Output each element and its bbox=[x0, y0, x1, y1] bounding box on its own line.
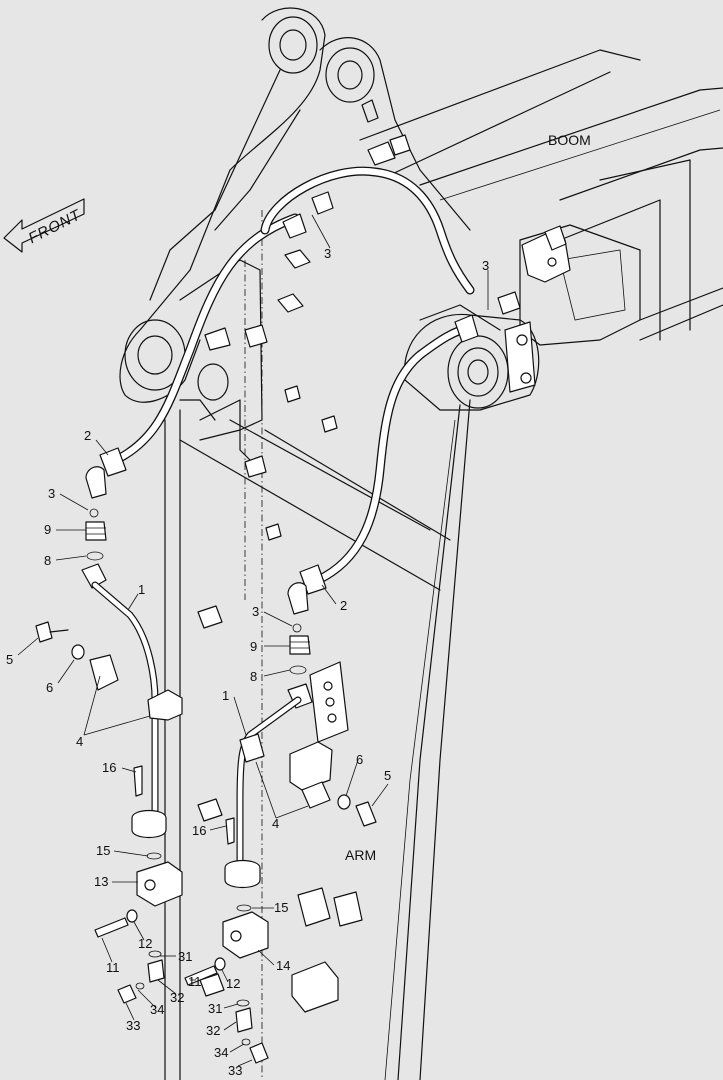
callout-4: 4 bbox=[76, 734, 83, 749]
callout-16b: 16 bbox=[192, 823, 206, 838]
callout-15b: 15 bbox=[274, 900, 288, 915]
callout-8: 8 bbox=[44, 553, 51, 568]
callout-11: 11 bbox=[106, 960, 120, 975]
callout-16: 16 bbox=[102, 760, 116, 775]
right-pipe-assembly bbox=[184, 623, 377, 1064]
callout-12b: 12 bbox=[226, 976, 240, 991]
callout-2b: 2 bbox=[340, 598, 347, 613]
arm-label: ARM bbox=[345, 847, 376, 863]
callout-3c: 3 bbox=[482, 258, 489, 273]
callout-1b: 1 bbox=[222, 688, 229, 703]
boom-foot-pin bbox=[403, 225, 571, 411]
leader-lines bbox=[17, 214, 489, 1067]
callout-2: 2 bbox=[84, 428, 91, 443]
callout-9b: 9 bbox=[250, 639, 257, 654]
callout-31: 31 bbox=[178, 949, 192, 964]
arm-structure bbox=[164, 210, 501, 1080]
boom-structure bbox=[119, 7, 723, 403]
callout-34: 34 bbox=[150, 1002, 164, 1017]
hoses bbox=[85, 166, 521, 615]
callout-4b: 4 bbox=[272, 816, 279, 831]
callout-11b: 11 bbox=[188, 974, 202, 989]
callout-3d: 3 bbox=[252, 604, 259, 619]
callout-15: 15 bbox=[96, 843, 110, 858]
callout-34b: 34 bbox=[214, 1045, 228, 1060]
callout-5b: 5 bbox=[384, 768, 391, 783]
front-arrow: FRONT bbox=[3, 198, 85, 253]
front-label: FRONT bbox=[26, 206, 85, 247]
callout-13: 13 bbox=[94, 874, 108, 889]
callout-6b: 6 bbox=[356, 752, 363, 767]
callout-14: 14 bbox=[276, 958, 290, 973]
callout-3b: 3 bbox=[324, 246, 331, 261]
callout-9: 9 bbox=[44, 522, 51, 537]
callout-numbers: 2 3 9 8 1 5 6 4 16 15 13 12 11 31 32 34 … bbox=[6, 246, 489, 1078]
callout-6: 6 bbox=[46, 680, 53, 695]
callout-31b: 31 bbox=[208, 1001, 222, 1016]
callout-32: 32 bbox=[170, 990, 184, 1005]
callout-12: 12 bbox=[138, 936, 152, 951]
callout-32b: 32 bbox=[206, 1023, 220, 1038]
boom-label: BOOM bbox=[548, 132, 591, 148]
callout-33b: 33 bbox=[228, 1063, 242, 1078]
callout-3: 3 bbox=[48, 486, 55, 501]
callout-5: 5 bbox=[6, 652, 13, 667]
callout-1: 1 bbox=[138, 582, 145, 597]
left-pipe-assembly bbox=[35, 508, 183, 1004]
callout-8b: 8 bbox=[250, 669, 257, 684]
callout-33: 33 bbox=[126, 1018, 140, 1033]
